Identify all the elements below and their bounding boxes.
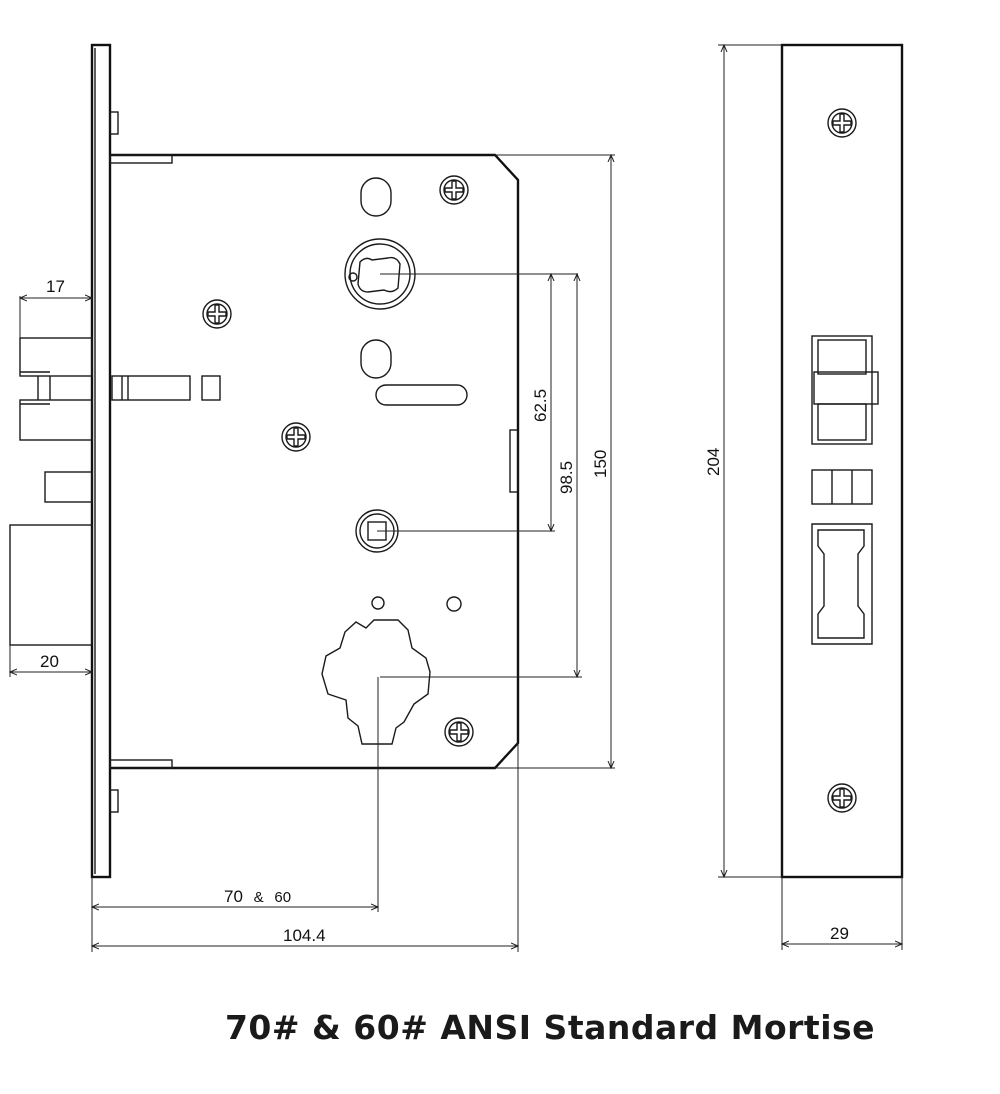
dim-label-29: 29 [830,924,849,943]
latch-bolt [19,337,93,441]
screw-icon [827,783,857,813]
screw-icon [827,108,857,138]
faceplate-front [780,43,904,879]
dimension-lines [10,155,615,952]
dim-label-204: 204 [704,448,723,476]
diagram-title: 70# & 60# ANSI Standard Mortise [224,1008,876,1047]
deadbolt [9,524,93,646]
dim-label-150: 150 [591,450,610,478]
cylinder-cutout [321,619,431,745]
mortise-lock-drawing: 17 20 62.5 98.5 150 70 & 60 104.4 [0,43,904,952]
screw-icon [202,299,232,329]
dim-label-98-5: 98.5 [557,461,576,494]
screw-icon [281,422,311,452]
screw-icon [444,717,474,747]
backset-prefix: 70 [224,887,243,906]
front-dimension-lines [718,45,902,950]
lock-case-body [109,153,520,770]
auxiliary-latch [44,471,93,503]
screw-icon [439,175,469,205]
case-screws [202,175,474,747]
dim-label-backset: 70 & 60 [224,887,291,906]
dim-label-20: 20 [40,652,59,671]
backset-joiner: & [254,889,264,906]
dim-label-104-4: 104.4 [283,926,326,945]
case-slots [360,177,468,612]
backset-suffix: 60 [274,889,291,906]
latch-tail [111,375,221,401]
dim-label-62-5: 62.5 [531,389,550,422]
faceplate-side [90,43,119,879]
dim-label-17: 17 [46,277,65,296]
